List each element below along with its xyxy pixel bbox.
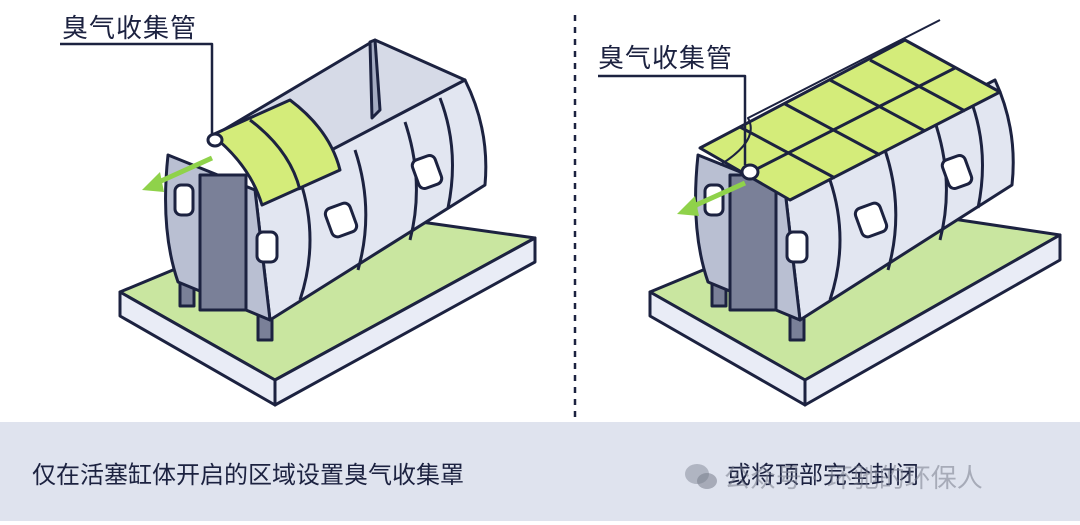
left-caption: 仅在活塞缸体开启的区域设置臭气收集罩 bbox=[32, 455, 464, 490]
right-pipe-label: 臭气收集管 bbox=[598, 38, 733, 75]
wechat-icon bbox=[684, 462, 718, 492]
right-tank bbox=[598, 20, 1060, 405]
watermark-text: 公众号 · 环驰的环保人 bbox=[724, 458, 983, 495]
left-pipe-label: 臭气收集管 bbox=[62, 8, 197, 45]
left-tank bbox=[60, 40, 535, 405]
